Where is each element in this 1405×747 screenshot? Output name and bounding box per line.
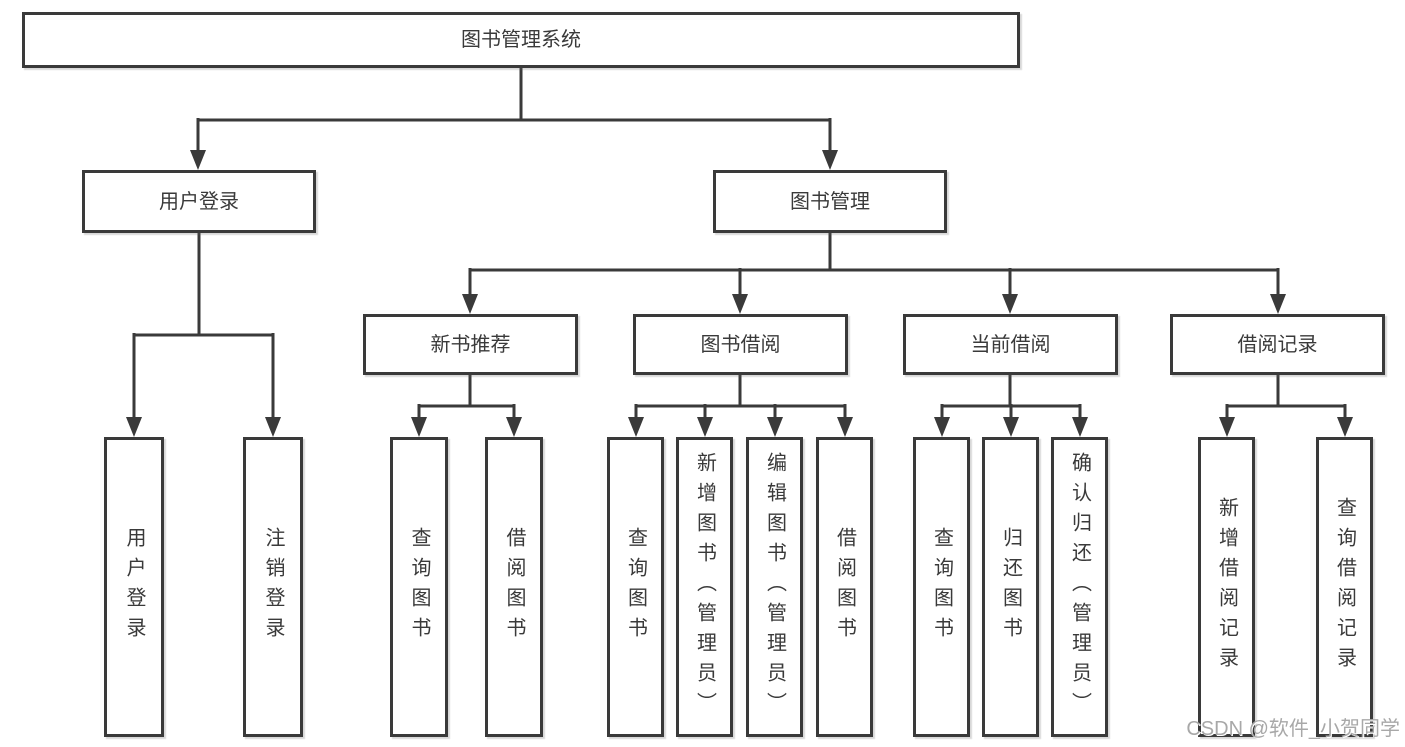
node-label: 编辑图书（管理员）	[763, 452, 786, 722]
connector-book-management-to-level3	[462, 233, 1286, 314]
leaf-query-books-recommend: 查询图书	[390, 437, 448, 737]
leaf-logout: 注销登录	[243, 437, 303, 737]
node-label: 借阅图书	[503, 527, 525, 647]
leaf-confirm-return-admin: 确认归还（管理员）	[1051, 437, 1108, 737]
node-label: 查询图书	[408, 527, 430, 647]
connector-root-to-level2	[190, 68, 838, 170]
connector-book-borrowing-to-leaves	[628, 375, 853, 437]
node-label: 新增图书（管理员）	[693, 452, 716, 722]
node-label: 查询借阅记录	[1333, 497, 1356, 677]
leaf-query-books-current: 查询图书	[913, 437, 970, 737]
connector-borrowing-records-to-leaves	[1219, 375, 1353, 437]
node-label: 用户登录	[123, 527, 145, 647]
leaf-edit-books-admin: 编辑图书（管理员）	[746, 437, 803, 737]
node-label: 新书推荐	[430, 333, 511, 356]
leaf-user-login: 用户登录	[104, 437, 164, 737]
leaf-query-books-borrow: 查询图书	[607, 437, 664, 737]
node-label: 借阅记录	[1237, 333, 1318, 356]
node-user-login: 用户登录	[82, 170, 316, 233]
node-label: 借阅图书	[833, 527, 856, 647]
node-book-management: 图书管理	[713, 170, 947, 233]
node-label: 用户登录	[159, 190, 239, 213]
node-label: 查询图书	[930, 527, 953, 647]
connector-current-borrowing-to-leaves	[934, 375, 1088, 437]
node-label: 图书管理系统	[461, 29, 581, 51]
node-label: 当前借阅	[970, 333, 1051, 356]
node-book-borrowing: 图书借阅	[633, 314, 848, 375]
node-label: 新增借阅记录	[1215, 497, 1238, 677]
node-label: 查询图书	[624, 527, 647, 647]
leaf-return-books: 归还图书	[982, 437, 1039, 737]
leaf-add-books-admin: 新增图书（管理员）	[676, 437, 733, 737]
node-library-management-system: 图书管理系统	[22, 12, 1020, 68]
csdn-watermark: CSDN @软件_小贺同学	[1186, 718, 1400, 740]
node-current-borrowing: 当前借阅	[903, 314, 1118, 375]
node-label: 注销登录	[262, 527, 284, 647]
node-new-book-recommendation: 新书推荐	[363, 314, 578, 375]
leaf-borrow-books-recommend: 借阅图书	[485, 437, 543, 737]
leaf-add-borrow-record: 新增借阅记录	[1198, 437, 1255, 737]
node-label: 图书借阅	[700, 333, 781, 356]
node-label: 归还图书	[999, 527, 1022, 647]
connector-user-login-to-leaves	[126, 233, 281, 437]
node-label: 图书管理	[790, 190, 870, 213]
leaf-query-borrow-record: 查询借阅记录	[1316, 437, 1373, 737]
node-label: 确认归还（管理员）	[1068, 452, 1091, 722]
node-borrowing-records: 借阅记录	[1170, 314, 1385, 375]
connector-new-book-recommendation-to-leaves	[411, 375, 522, 437]
leaf-borrow-books: 借阅图书	[816, 437, 873, 737]
